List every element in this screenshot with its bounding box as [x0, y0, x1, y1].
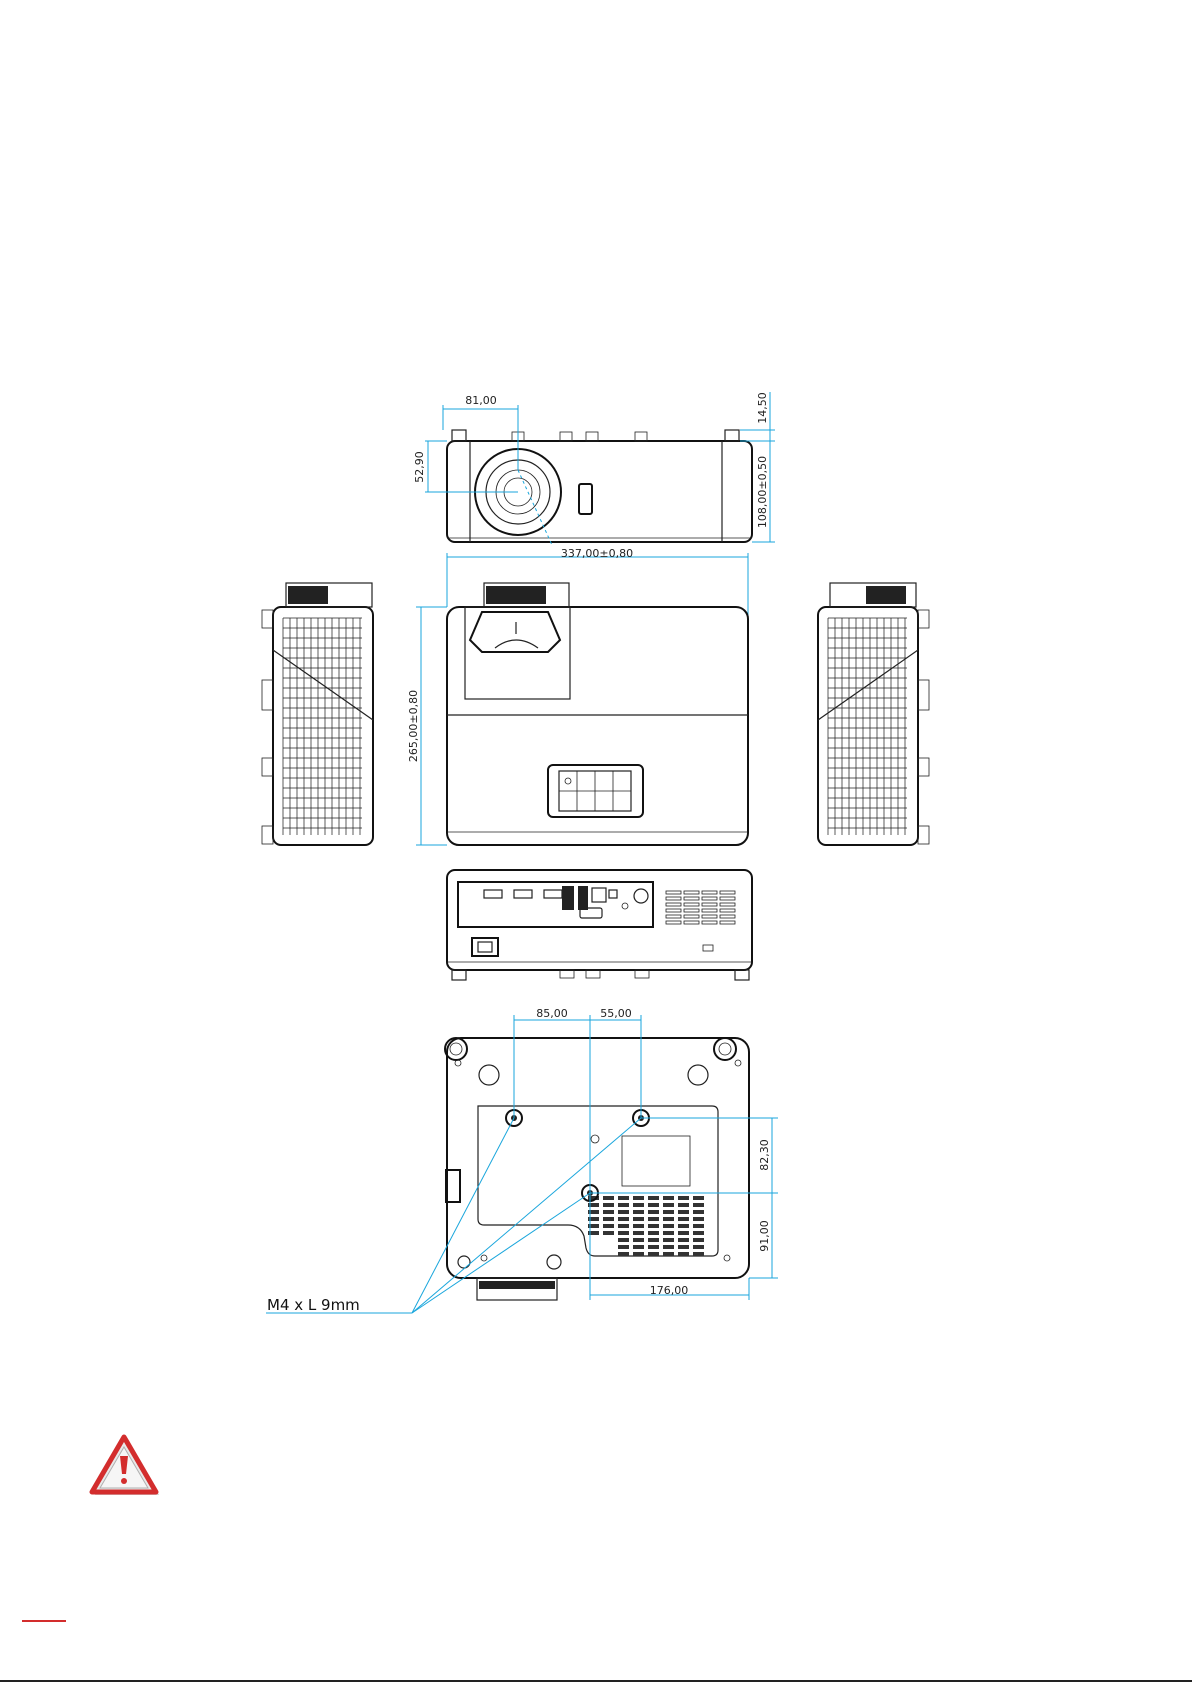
bottom-view: 85,00 55,00 82,30 91,00 176,00 M4 x L 9m… [266, 1007, 778, 1314]
dim-mount-55: 55,00 [600, 1007, 632, 1020]
rear-view [447, 870, 752, 980]
screw-spec-label: M4 x L 9mm [267, 1296, 360, 1314]
page-number-marker [22, 1620, 66, 1622]
dim-mount-176: 176,00 [650, 1284, 689, 1297]
footer-rule [0, 1680, 1192, 1682]
dim-depth: 265,00±0,80 [407, 690, 420, 762]
dim-height: 108,00±0,50 [756, 456, 769, 528]
front-sensor-window [579, 484, 592, 514]
right-side-view [818, 583, 929, 845]
dim-lens-offset-y: 52,90 [413, 451, 426, 483]
top-view-body [447, 607, 748, 845]
io-panel [458, 882, 653, 927]
left-side-body [273, 607, 373, 845]
dim-foot-height: 14,50 [756, 392, 769, 424]
top-view: 337,00±0,80 265,00±0,80 [407, 547, 748, 845]
dim-mount-82: 82,30 [758, 1139, 771, 1171]
dim-lens-offset-x: 81,00 [465, 394, 497, 407]
warning-triangle-icon [92, 1437, 159, 1495]
right-side-body [818, 607, 918, 845]
dim-width: 337,00±0,80 [561, 547, 633, 560]
left-side-view [262, 583, 373, 845]
front-view: 81,00 52,90 14,50 108,00±0,50 [413, 392, 775, 545]
dim-mount-85: 85,00 [536, 1007, 568, 1020]
dim-mount-91: 91,00 [758, 1220, 771, 1252]
